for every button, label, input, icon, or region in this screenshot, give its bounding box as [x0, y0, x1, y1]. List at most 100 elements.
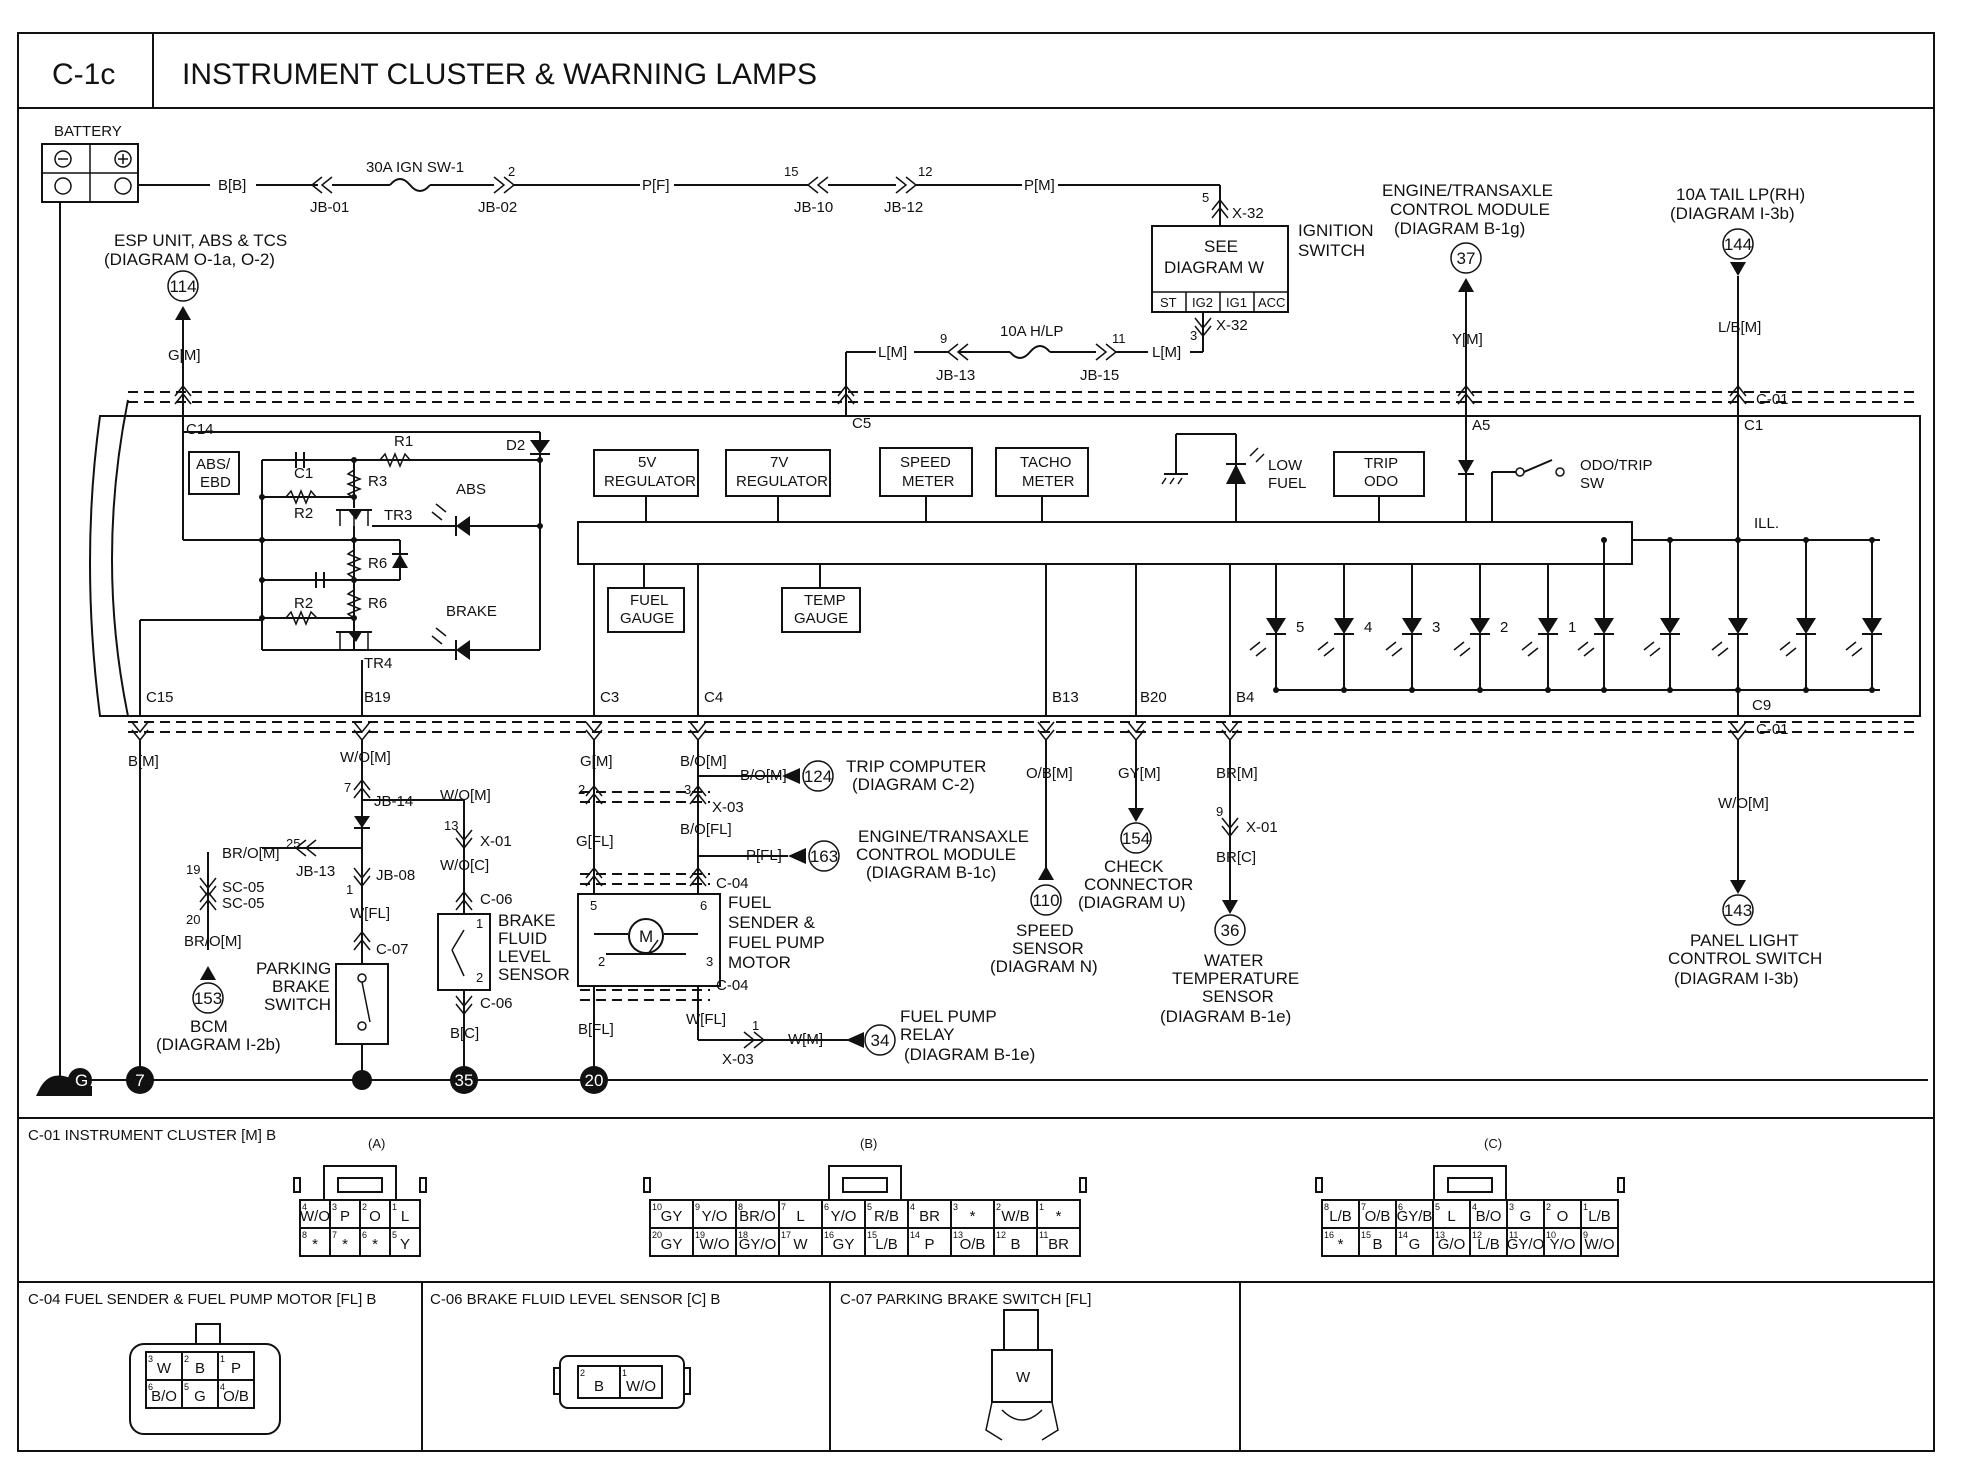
ref-circle-154: [1120, 822, 1152, 854]
svg-text:JB-14: JB-14: [374, 793, 413, 810]
svg-text:(DIAGRAM C-2): (DIAGRAM C-2): [852, 775, 975, 794]
fuse-icon: [1009, 345, 1051, 359]
svg-text:EBD: EBD: [200, 474, 231, 491]
svg-text:P[F]: P[F]: [642, 177, 670, 194]
svg-text:C14: C14: [186, 421, 214, 438]
svg-text:3: 3: [1509, 1202, 1514, 1212]
svg-text:O: O: [1557, 1208, 1569, 1225]
trip-odo-box: [1333, 451, 1425, 497]
odo-trip-switch[interactable]: [1555, 467, 1565, 477]
svg-text:B: B: [1372, 1236, 1382, 1253]
svg-text:L/B: L/B: [875, 1236, 898, 1253]
svg-text:GY: GY: [661, 1208, 683, 1225]
svg-text:FUEL PUMP: FUEL PUMP: [728, 933, 825, 952]
svg-text:G: G: [1520, 1208, 1532, 1225]
svg-text:TRIP COMPUTER: TRIP COMPUTER: [846, 757, 986, 776]
svg-text:BRAKE: BRAKE: [272, 977, 330, 996]
svg-text:14: 14: [1398, 1230, 1408, 1240]
connector-pin: [389, 1199, 421, 1229]
svg-text:METER: METER: [902, 473, 955, 490]
svg-text:MOTOR: MOTOR: [728, 953, 791, 972]
cluster-bus: [577, 521, 1633, 565]
svg-text:Y/O: Y/O: [831, 1208, 857, 1225]
svg-text:B4: B4: [1236, 689, 1254, 706]
svg-text:8: 8: [738, 1202, 743, 1212]
svg-text:*: *: [342, 1236, 348, 1253]
svg-text:7: 7: [135, 1071, 144, 1090]
svg-text:SWITCH: SWITCH: [264, 995, 331, 1014]
svg-text:L: L: [1447, 1208, 1455, 1225]
svg-text:9: 9: [940, 331, 947, 346]
svg-text:GY/O: GY/O: [739, 1236, 777, 1253]
svg-text:W/O: W/O: [1585, 1236, 1615, 1253]
speed-meter: [879, 447, 973, 497]
svg-text:IGNITION: IGNITION: [1298, 221, 1374, 240]
svg-text:CONTROL MODULE: CONTROL MODULE: [1390, 200, 1550, 219]
svg-text:C4: C4: [704, 689, 723, 706]
c07-title: C-07 PARKING BRAKE SWITCH [FL]: [840, 1291, 1091, 1308]
svg-text:WATER: WATER: [1204, 951, 1264, 970]
svg-text:TEMPERATURE: TEMPERATURE: [1172, 969, 1299, 988]
connector-pin: [619, 1365, 663, 1399]
ground-point-7: [126, 1066, 154, 1094]
svg-text:11: 11: [1112, 331, 1126, 346]
ref-circle-110: [1030, 884, 1062, 916]
svg-text:154: 154: [1122, 829, 1150, 848]
svg-text:2: 2: [598, 954, 605, 969]
svg-text:G[M]: G[M]: [168, 347, 201, 364]
temp-gauge: [781, 587, 861, 633]
svg-text:B20: B20: [1140, 689, 1167, 706]
svg-text:C-04: C-04: [716, 977, 749, 994]
connector-pin: [821, 1227, 866, 1257]
svg-text:O: O: [369, 1208, 381, 1225]
svg-text:SWITCH: SWITCH: [1298, 241, 1365, 260]
svg-text:36: 36: [1221, 921, 1240, 940]
connector-c07: W: [985, 1309, 1059, 1441]
connector-pin: [1321, 1227, 1360, 1257]
svg-text:7: 7: [1361, 1202, 1366, 1212]
svg-text:O/B: O/B: [1365, 1208, 1391, 1225]
connector-pin: [577, 1365, 621, 1399]
svg-text:JB-12: JB-12: [884, 199, 923, 216]
connector-pin: [181, 1351, 219, 1381]
svg-text:G[FL]: G[FL]: [576, 833, 614, 850]
svg-text:W/O: W/O: [300, 1208, 330, 1225]
instrument-cluster: C14 C5 A5 C1 ABS/ EBD D2 R1 C1 R3 R2 TR3: [89, 399, 1921, 717]
svg-text:W/O: W/O: [700, 1236, 730, 1253]
svg-text:C1: C1: [294, 465, 313, 482]
svg-text:BR/O: BR/O: [739, 1208, 776, 1225]
svg-text:B[C]: B[C]: [450, 1025, 479, 1042]
svg-text:1: 1: [752, 1018, 759, 1033]
svg-text:19: 19: [695, 1230, 705, 1240]
led-number: 1: [1568, 619, 1576, 636]
page-frame: [17, 32, 1935, 1452]
connector-pin: [181, 1379, 219, 1409]
svg-text:Y/O: Y/O: [702, 1208, 728, 1225]
svg-text:CHECK: CHECK: [1104, 857, 1164, 876]
svg-text:ABS: ABS: [456, 481, 486, 498]
svg-text:BR: BR: [919, 1208, 940, 1225]
svg-text:TR4: TR4: [364, 655, 392, 672]
ref-circle-144: [1722, 228, 1754, 260]
svg-text:3: 3: [953, 1202, 958, 1212]
svg-text:144: 144: [1724, 235, 1752, 254]
svg-text:13: 13: [1435, 1230, 1445, 1240]
svg-text:B/O[M]: B/O[M]: [740, 767, 787, 784]
abs-ebd-box: [188, 451, 240, 495]
svg-text:W[FL]: W[FL]: [350, 905, 390, 922]
svg-text:5: 5: [184, 1382, 189, 1392]
svg-text:B/O: B/O: [1476, 1208, 1502, 1225]
svg-text:2: 2: [996, 1202, 1001, 1212]
brake-fluid-level-sensor: [437, 913, 491, 991]
svg-text:11: 11: [1039, 1230, 1048, 1240]
connector-pin: [1395, 1227, 1434, 1257]
svg-text:7: 7: [781, 1202, 786, 1212]
svg-text:B13: B13: [1052, 689, 1079, 706]
svg-text:X-03: X-03: [712, 799, 744, 816]
svg-text:X-01: X-01: [480, 833, 512, 850]
svg-text:O/B[M]: O/B[M]: [1026, 765, 1073, 782]
svg-text:SEE: SEE: [1204, 237, 1238, 256]
tacho-meter: [995, 447, 1089, 497]
svg-text:20: 20: [652, 1230, 662, 1240]
